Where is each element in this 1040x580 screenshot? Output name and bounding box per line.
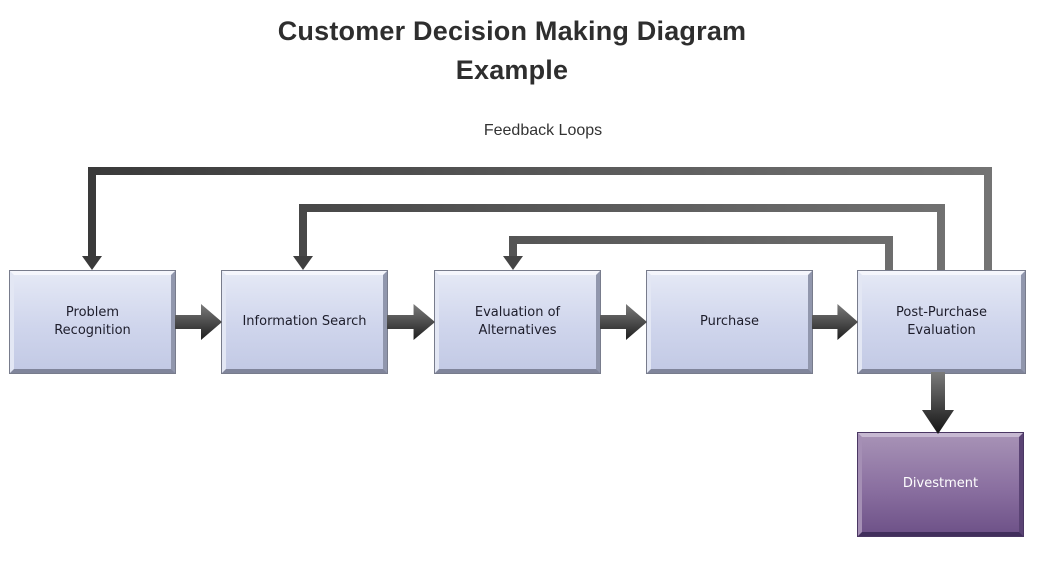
feedback-loop-to-evaluation [509,236,893,273]
flow-arrow-problem-to-search [175,304,222,340]
node-information-search-label: Information Search [242,313,367,329]
flow-arrow-shape [922,372,954,434]
flow-arrow-shape [812,304,858,340]
flow-arrow-shape [600,304,647,340]
node-purchase-label: Purchase [699,313,760,329]
feedback-arrowhead-problem-recognition [82,256,102,270]
flow-arrow-postpurchase-to-divestment [922,372,954,434]
node-post-purchase-evaluation: Post-Purchase Evaluation [857,270,1026,374]
feedback-loop-to-problem-recognition [88,167,992,273]
node-information-search: Information Search [221,270,388,374]
flow-arrow-evaluation-to-purchase [600,304,647,340]
feedback-loops-label: Feedback Loops [483,122,603,139]
flow-arrow-search-to-evaluation [387,304,435,340]
feedback-arrowhead-information-search [293,256,313,270]
node-problem-recognition-label: Problem Recognition [54,304,131,338]
node-purchase: Purchase [646,270,813,374]
node-divestment: Divestment [857,432,1024,537]
flow-arrow-shape [175,304,222,340]
feedback-loops-connectors [82,167,992,273]
node-post-purchase-evaluation-label: Post-Purchase Evaluation [896,304,987,338]
flow-arrow-purchase-to-postpurchase [812,304,858,340]
node-problem-recognition: Problem Recognition [9,270,176,374]
page-title-line2: Example [455,55,569,85]
feedback-loop-to-information-search [299,204,945,273]
node-evaluation-of-alternatives: Evaluation of Alternatives [434,270,601,374]
node-divestment-label: Divestment [902,476,979,492]
feedback-arrowhead-evaluation [503,256,523,270]
flow-arrow-shape [387,304,435,340]
node-evaluation-of-alternatives-label: Evaluation of Alternatives [474,304,561,338]
page-title: Customer Decision Making Diagram Example [0,12,1024,90]
page-title-line1: Customer Decision Making Diagram [277,16,747,46]
